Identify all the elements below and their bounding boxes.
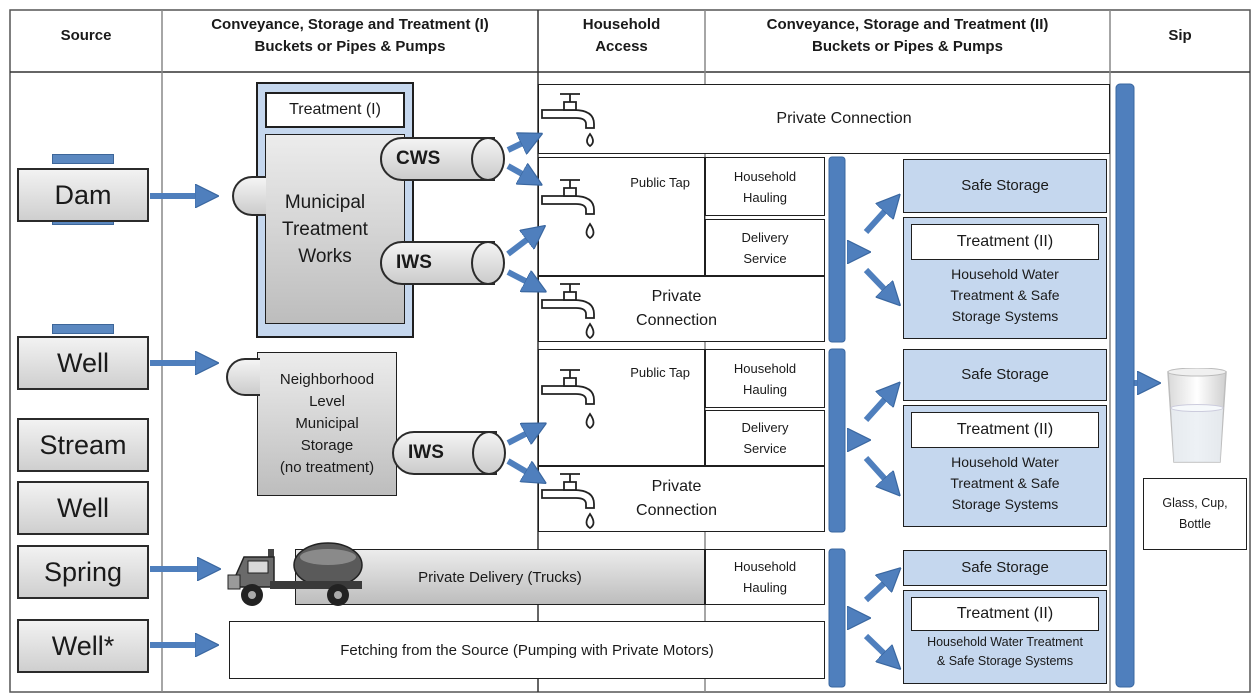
safe-storage-1: Safe Storage: [903, 159, 1107, 213]
household-hauling-3: Household Hauling: [705, 549, 825, 605]
intake-pipe-dam: [232, 176, 266, 216]
hwts-1-label: Household Water Treatment & Safe Storage…: [950, 266, 1060, 324]
municipal-works-label: Municipal Treatment Works: [282, 191, 368, 267]
hwts-3-box: Treatment (II) Household Water Treatment…: [903, 590, 1107, 684]
header-conveyance-1: Conveyance, Storage and Treatment (I) Bu…: [211, 16, 489, 55]
faucet-icon: [541, 283, 595, 340]
source-tab: [52, 324, 114, 334]
public-tap-1: Public Tap: [538, 157, 705, 276]
treatment-ii-2: Treatment (II): [911, 412, 1099, 448]
public-tap-2: Public Tap: [538, 349, 705, 466]
safe-storage-3: Safe Storage: [903, 550, 1107, 586]
source-dam: Dam: [17, 168, 149, 222]
private-connection-top-label: Private Connection: [776, 110, 912, 127]
private-delivery-label: Private Delivery (Trucks): [418, 568, 582, 586]
delivery-service-1: Delivery Service: [705, 219, 825, 276]
hwts-2-label: Household Water Treatment & Safe Storage…: [950, 454, 1060, 512]
faucet-icon: [541, 93, 595, 148]
safe-storage-2: Safe Storage: [903, 349, 1107, 401]
header-source: Source: [60, 27, 112, 44]
glass-icon: [1167, 368, 1227, 463]
faucet-icon: [541, 473, 595, 530]
hwts-2-box: Treatment (II) Household Water Treatment…: [903, 405, 1107, 527]
source-stream: Stream: [17, 418, 149, 472]
private-connection-top: Private Connection: [538, 84, 1110, 154]
faucet-icon: [541, 369, 595, 430]
source-well: Well: [17, 336, 149, 390]
glass-cup-bottle-label: Glass, Cup, Bottle: [1143, 478, 1247, 550]
fetching-label: Fetching from the Source (Pumping with P…: [340, 641, 714, 659]
public-tap-1-label: Public Tap: [630, 175, 690, 190]
faucet-icon: [541, 179, 595, 240]
source-well-star: Well*: [17, 619, 149, 673]
source-spring: Spring: [17, 545, 149, 599]
household-hauling-2: Household Hauling: [705, 349, 825, 408]
hwts-3-label: Household Water Treatment & Safe Storage…: [927, 635, 1083, 668]
header-conveyance-2: Conveyance, Storage and Treatment (II) B…: [766, 16, 1049, 55]
header-household-access: Household Access: [582, 16, 661, 55]
public-tap-2-label: Public Tap: [630, 365, 690, 380]
delivery-service-2: Delivery Service: [705, 410, 825, 466]
treatment-i-label: Treatment (I): [265, 92, 405, 128]
neighborhood-storage-label: Neighborhood Level Municipal Storage (no…: [279, 371, 375, 476]
private-connection-2-label: Private Connection: [636, 478, 717, 519]
treatment-ii-1: Treatment (II): [911, 224, 1099, 260]
cws-pipe-end: [471, 137, 505, 181]
private-connection-1-label: Private Connection: [636, 288, 717, 329]
treatment-ii-3: Treatment (II): [911, 597, 1099, 631]
hwts-1-box: Treatment (II) Household Water Treatment…: [903, 217, 1107, 339]
source-tab: [52, 154, 114, 164]
neighborhood-storage: Neighborhood Level Municipal Storage (no…: [257, 352, 397, 496]
fetching-from-source: Fetching from the Source (Pumping with P…: [229, 621, 825, 679]
household-hauling-1: Household Hauling: [705, 157, 825, 216]
truck-icon: [227, 542, 363, 606]
header-sip: Sip: [1168, 27, 1192, 44]
iws-pipe-end: [471, 241, 505, 285]
private-delivery-pipe: Private Delivery (Trucks): [295, 549, 705, 605]
intake-pipe-well: [226, 358, 260, 396]
source-well: Well: [17, 481, 149, 535]
iws-pipe-2-end: [472, 431, 506, 475]
